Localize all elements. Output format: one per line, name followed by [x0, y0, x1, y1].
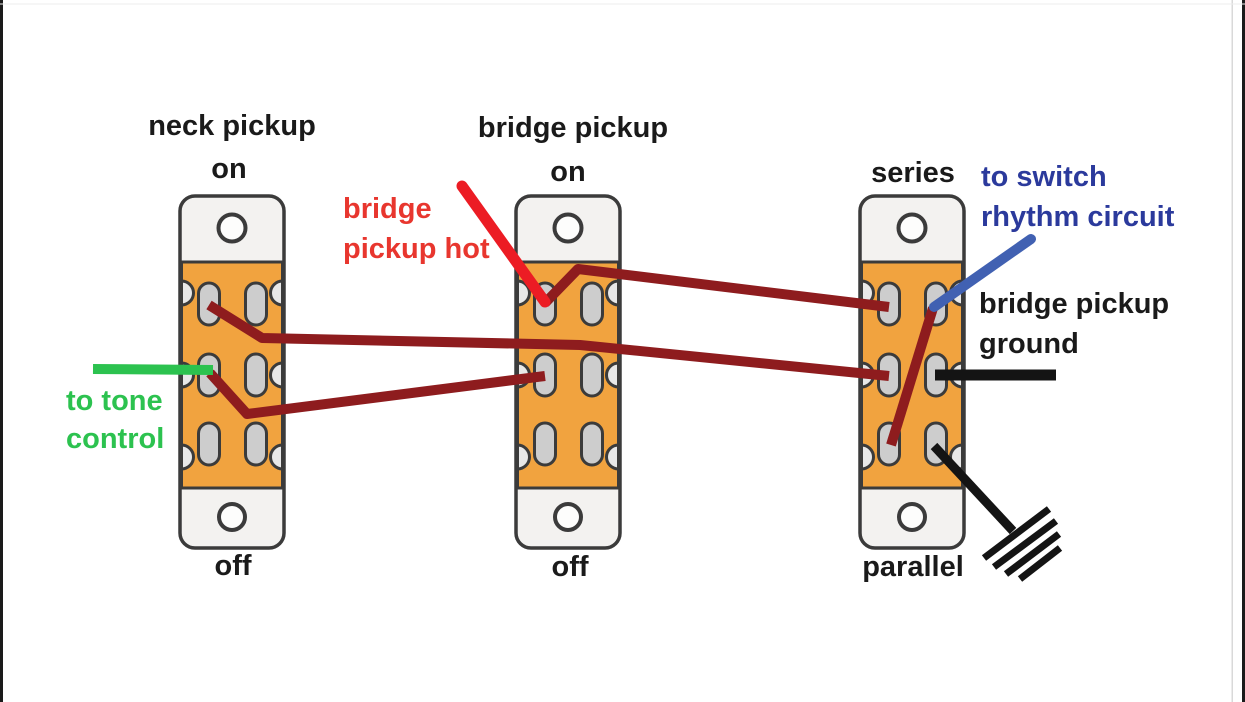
wire-bridge-pickup-hot — [456, 180, 551, 308]
ground-symbol-icon — [981, 506, 1063, 582]
series-label: series — [871, 157, 955, 189]
neck-switch-off-label: off — [214, 550, 252, 582]
wire-neck-switch-to-bridge-switch — [206, 369, 546, 419]
wire-bridge-switch-to-series-switch — [541, 264, 890, 312]
bridge-switch-off-label: off — [551, 551, 589, 583]
to-switch-rhythm-circuit-annotation: to switch rhythm circuit — [981, 157, 1174, 237]
bridge-pickup-switch-label: bridge pickup — [477, 112, 669, 144]
bridge-pickup-hot-annotation: bridge pickup hot — [343, 189, 490, 269]
to-tone-control-line2: control — [66, 423, 165, 455]
neck-pickup-switch-label: neck pickup — [148, 110, 316, 142]
frame-top-faint-line — [0, 3, 1245, 5]
frame-left-line — [0, 0, 3, 702]
bridge-pickup-ground-annotation: bridge pickup ground — [979, 284, 1169, 364]
to-tone-control-line1: to tone — [66, 385, 163, 417]
bridge-pickup-ground-line2: ground — [979, 328, 1079, 360]
bridge-pickup-hot-line1: bridge — [343, 193, 432, 225]
wire-to-ground — [930, 442, 1017, 535]
to-switch-rhythm-line2: rhythm circuit — [981, 201, 1175, 233]
bridge-switch-on-label: on — [550, 156, 586, 188]
neck-switch-on-label: on — [211, 153, 247, 185]
bridge-pickup-ground-line1: bridge pickup — [979, 288, 1170, 320]
wire-to-rhythm-circuit-switch — [929, 234, 1036, 312]
frame-right-faint-line — [1231, 0, 1233, 702]
bridge-pickup-switch — [514, 194, 622, 550]
bridge-pickup-hot-line2: pickup hot — [343, 233, 490, 265]
wire-to-tone-control — [92, 364, 214, 375]
wire-series-switch-internal-jumper — [886, 306, 938, 447]
to-switch-rhythm-line1: to switch — [981, 161, 1107, 193]
wire-neck-switch-to-series-switch — [206, 300, 890, 381]
parallel-label: parallel — [862, 551, 964, 583]
frame-right-line — [1242, 0, 1245, 702]
to-tone-control-annotation: to tone control — [66, 382, 164, 458]
